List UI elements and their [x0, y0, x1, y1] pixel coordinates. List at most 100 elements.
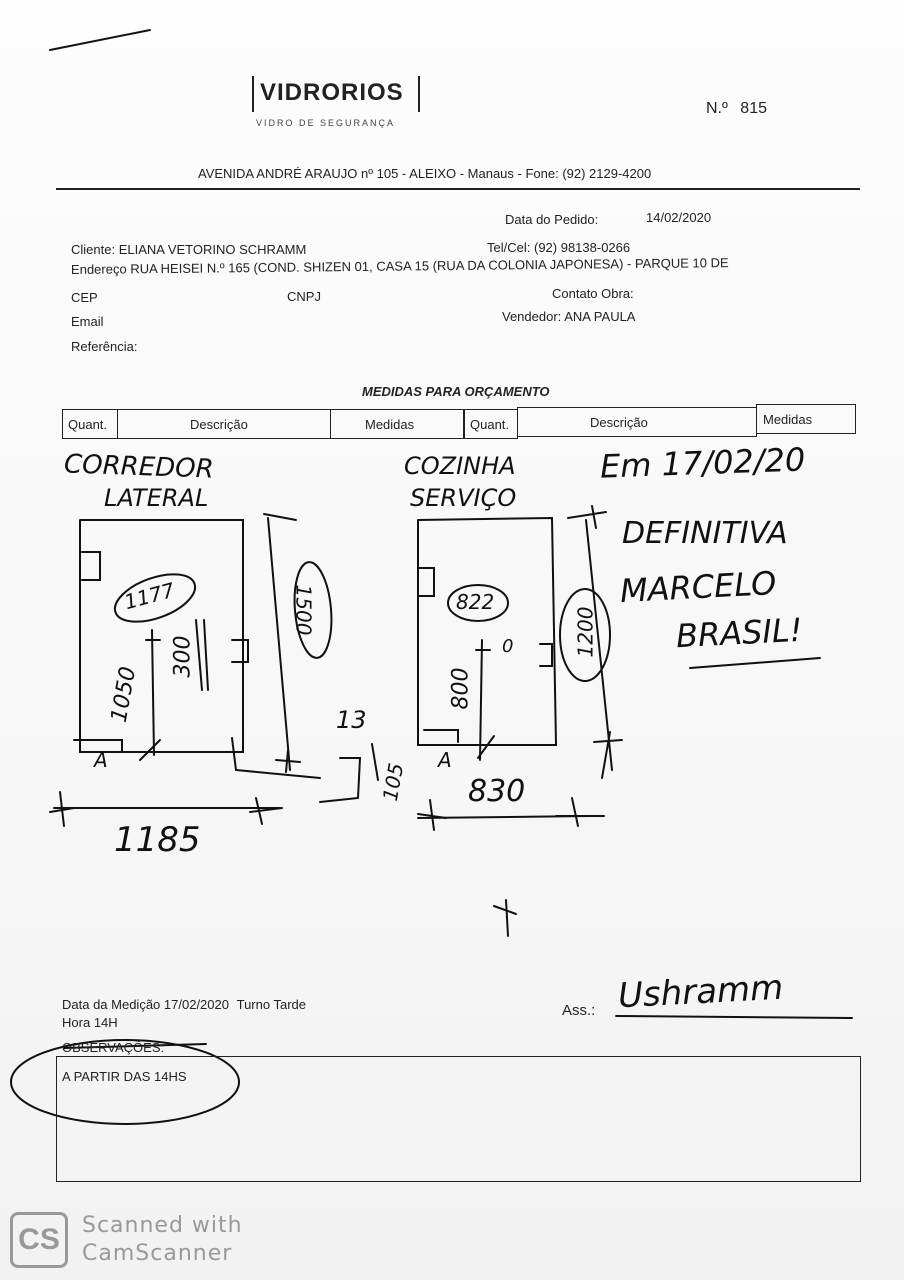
left-height-circle: [293, 561, 333, 659]
col-label: Quant.: [68, 417, 108, 432]
left-width-tick: [249, 797, 283, 825]
note-line-1: DEFINITIVA: [622, 516, 788, 551]
measure-date-row: Data da Medição 17/02/2020 Turno Tarde: [62, 997, 306, 1012]
order-date-label: Data do Pedido:: [505, 212, 599, 227]
table-title: MEDIDAS PARA ORÇAMENTO: [362, 384, 550, 399]
right-title-1: COZINHA: [404, 452, 516, 480]
right-tick: [593, 731, 623, 779]
seller-name: ANA PAULA: [564, 309, 636, 324]
left-tick: [263, 513, 297, 521]
col-quant-left: Quant.: [62, 409, 118, 439]
logo-frame: [252, 76, 420, 112]
left-height-value: 1500: [291, 584, 316, 636]
seller-label: Vendedor:: [502, 309, 562, 324]
observations-box: [56, 1056, 861, 1182]
client-row: Cliente: ELIANA VETORINO SCHRAMM: [71, 242, 306, 257]
camscanner-text: Scanned with CamScanner: [82, 1212, 243, 1268]
right-sill: [423, 729, 459, 743]
client-name: ELIANA VETORINO SCHRAMM: [118, 242, 307, 257]
company-tagline: VIDRO DE SEGURANÇA: [256, 118, 396, 128]
phone-value: (92) 98138-0266: [533, 240, 631, 255]
seller-row: Vendedor: ANA PAULA: [502, 309, 635, 324]
right-0-value: 0: [502, 636, 514, 657]
right-handle: [539, 643, 553, 667]
right-800-value: 800: [448, 667, 474, 710]
left-title-2: LATERAL: [104, 484, 209, 512]
left-vertical-dim: [145, 629, 161, 756]
right-width-tick: [417, 799, 447, 831]
right-height-value: 1200: [573, 606, 598, 658]
measure-date-label: Data da Medição: [62, 997, 161, 1012]
time-label: Hora: [62, 1015, 91, 1030]
cep-label: CEP: [71, 290, 98, 305]
order-number: N.º 815: [706, 100, 767, 118]
left-tick: [139, 739, 161, 761]
left-sill: [73, 739, 123, 753]
shift-label: Turno: [236, 997, 271, 1012]
note-underline: [689, 657, 821, 669]
cnpj-label: CNPJ: [287, 289, 321, 304]
left-window-frame: [79, 519, 244, 753]
shift-value: Tarde: [273, 997, 307, 1012]
left-handle: [231, 639, 249, 663]
camscanner-logo: CS: [10, 1212, 68, 1268]
order-date: 14/02/2020: [646, 210, 712, 225]
col-measures-left: Medidas: [330, 409, 464, 439]
company-address: AVENIDA ANDRÉ ARAUJO nº 105 - ALEIXO - M…: [198, 166, 652, 181]
col-label: Medidas: [763, 412, 813, 427]
step-13-value: 13: [336, 706, 367, 734]
right-tick: [567, 505, 607, 529]
col-label: Descrição: [190, 417, 248, 432]
left-title-1: CORREDOR: [63, 449, 215, 485]
right-title-2: SERVIÇO: [410, 484, 517, 512]
right-handle: [417, 567, 435, 597]
left-base-line: [231, 737, 321, 779]
left-300-bar: [195, 619, 209, 691]
signature-label: Ass.:: [562, 1002, 596, 1019]
reference-label: Referência:: [71, 339, 138, 354]
time-value: 14H: [93, 1015, 118, 1030]
stray-mark: [49, 29, 151, 51]
watermark-line-2: CamScanner: [82, 1241, 233, 1266]
company-logo: VIDRORIOS: [260, 79, 404, 106]
right-vertical-dim: [475, 639, 491, 761]
col-label: Descrição: [590, 415, 648, 430]
step-line: [371, 743, 379, 781]
measure-date: 17/02/2020: [163, 997, 229, 1012]
left-300-value: 300: [170, 635, 196, 678]
left-width-value: 1185: [114, 820, 201, 860]
right-width-value: 830: [468, 774, 526, 809]
right-a-mark: A: [438, 748, 452, 772]
x-mark: [493, 899, 517, 937]
email-label: Email: [71, 314, 104, 329]
left-a-mark: A: [94, 748, 108, 772]
left-handle: [81, 551, 101, 581]
header-divider: [56, 188, 860, 190]
step-profile: [319, 757, 362, 803]
left-circle: [113, 573, 197, 623]
obs-ellipse: [10, 1039, 240, 1125]
phone-label: Tel/Cel:: [487, 240, 531, 255]
right-window-frame: [417, 516, 558, 746]
order-number-label: N.º: [706, 100, 728, 117]
right-circle: [447, 584, 509, 622]
left-tick: [275, 749, 301, 773]
left-width-tick: [49, 791, 75, 827]
client-label: Cliente:: [71, 242, 116, 257]
right-side-line: [585, 519, 613, 771]
signature-line: [615, 1015, 853, 1019]
left-side-line: [267, 517, 291, 771]
watermark-line-1: Scanned with: [82, 1213, 243, 1238]
site-contact-label: Contato Obra:: [552, 286, 634, 301]
col-label: Medidas: [365, 417, 415, 432]
order-number-value: 815: [740, 100, 767, 117]
note-date: Em 17/02/20: [599, 440, 806, 486]
right-width-tick: [555, 797, 605, 827]
col-measures-right: Medidas: [756, 404, 856, 434]
right-height-circle: [559, 588, 611, 682]
right-tick: [477, 735, 495, 759]
note-line-3: BRASIL!: [675, 610, 804, 656]
right-circle-value: 822: [456, 590, 495, 614]
phone-row: Tel/Cel: (92) 98138-0266: [487, 240, 630, 255]
